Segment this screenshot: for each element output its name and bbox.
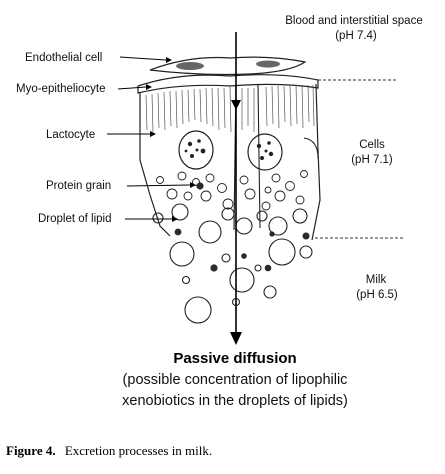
label-endothelial-cell: Endothelial cell bbox=[25, 52, 102, 64]
label-droplet-of-lipid: Droplet of lipid bbox=[38, 213, 112, 225]
zone-cells-ph: (pH 7.1) bbox=[351, 154, 393, 166]
label-lactocyte: Lactocyte bbox=[46, 129, 95, 141]
label-myo-epitheliocyte: Myo-epitheliocyte bbox=[16, 83, 105, 95]
figure-caption: Figure 4. Excretion processes in milk. bbox=[6, 443, 212, 458]
zone-milk-ph: (pH 6.5) bbox=[356, 289, 398, 301]
figure-caption-text: Excretion processes in milk. bbox=[65, 443, 212, 458]
diffusion-arrow bbox=[230, 32, 242, 345]
figure-caption-label: Figure 4. bbox=[6, 443, 56, 458]
diffusion-title: Passive diffusion bbox=[173, 350, 296, 367]
diffusion-note-line2: xenobiotics in the droplets of lipids) bbox=[122, 393, 348, 409]
diffusion-note-line1: (possible concentration of lipophilic bbox=[123, 372, 348, 388]
zone-blood-label: Blood and interstitial space bbox=[285, 15, 422, 27]
zone-milk-label: Milk bbox=[366, 274, 387, 286]
zone-cells-label: Cells bbox=[359, 139, 385, 151]
zone-separator-lines bbox=[315, 79, 404, 239]
label-pointers bbox=[107, 56, 196, 222]
label-protein-grain: Protein grain bbox=[46, 180, 111, 192]
zone-blood-ph: (pH 7.4) bbox=[335, 30, 377, 42]
cell-layer-illustration bbox=[137, 56, 321, 324]
